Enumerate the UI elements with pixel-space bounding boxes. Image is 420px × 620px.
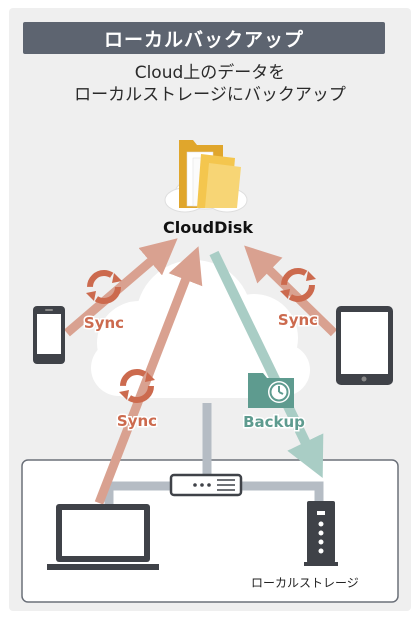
- sync-label-center: Sync: [117, 412, 157, 430]
- backup-label: Backup: [243, 413, 305, 431]
- subtitle-line-2: ローカルストレージにバックアップ: [74, 85, 346, 105]
- local-backup-diagram: CloudDisk: [21, 140, 399, 603]
- page-title: ローカルバックアップ: [23, 22, 385, 54]
- tablet-icon: [336, 306, 393, 385]
- smartphone-icon: [33, 306, 65, 364]
- sync-label-left: Sync: [84, 314, 124, 332]
- network-hub-icon: [169, 473, 243, 497]
- folder-icon: [179, 140, 241, 208]
- diagram-panel: ローカルバックアップ Cloud上のデータを ローカルストレージにバックアップ: [9, 8, 411, 611]
- local-storage-label: ローカルストレージ: [251, 576, 359, 590]
- storage-tower-icon: [304, 501, 338, 566]
- cloud-service-name: CloudDisk: [163, 218, 253, 237]
- subtitle-line-1: Cloud上のデータを: [134, 63, 286, 83]
- sync-icon: [280, 268, 316, 302]
- backup-icon: [248, 373, 294, 408]
- large-cloud-icon: [91, 260, 310, 398]
- sync-icon: [119, 369, 155, 403]
- sync-label-right: Sync: [278, 311, 318, 329]
- sync-icon: [86, 270, 122, 304]
- laptop-icon: [47, 504, 159, 570]
- backup-arrow: [209, 250, 324, 479]
